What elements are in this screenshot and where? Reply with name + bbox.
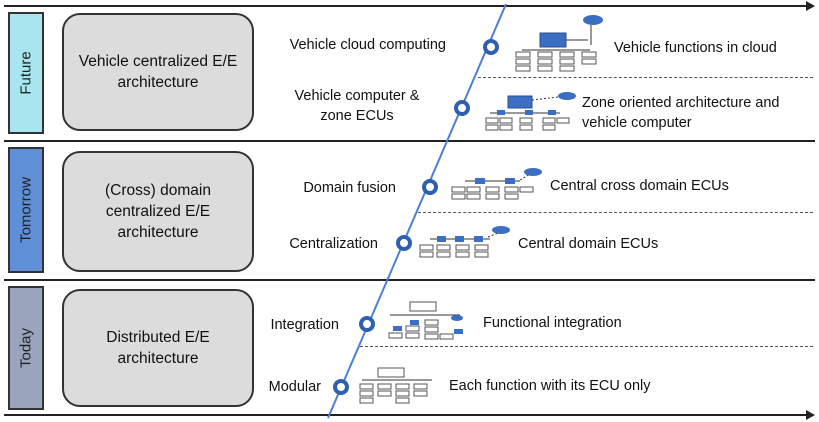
architecture-box-future: Vehicle centralized E/E architecture bbox=[62, 13, 254, 131]
stage-separator bbox=[360, 346, 813, 347]
stage-label-domain-fusion: Domain fusion bbox=[303, 180, 396, 196]
timeline-marker bbox=[333, 39, 499, 395]
architecture-box-today: Distributed E/E architecture bbox=[62, 289, 254, 407]
architecture-box-tomorrow: (Cross) domain centralized E/E architect… bbox=[62, 151, 254, 272]
cloud-ecu-icon bbox=[515, 15, 603, 72]
stage-description-text: Zone oriented architecture and vehicle c… bbox=[582, 95, 780, 131]
stage-description-modular: Each function with its ECU only bbox=[449, 378, 651, 394]
top-arrow-rule bbox=[4, 5, 810, 7]
stage-separator bbox=[418, 212, 813, 213]
stage-label-text: Vehicle computer & zone ECUs bbox=[294, 88, 420, 124]
top-arrowhead bbox=[806, 1, 815, 11]
stage-description-domain: Central domain ECUs bbox=[518, 236, 659, 252]
timeline-line bbox=[327, 3, 507, 419]
stage-label-centralization: Centralization bbox=[289, 236, 378, 252]
stage-description-integration: Functional integration bbox=[483, 315, 622, 331]
bottom-arrow-rule bbox=[4, 414, 810, 416]
stage-label-modular: Modular bbox=[268, 379, 321, 395]
band-tomorrow: Tomorrow bbox=[8, 147, 44, 273]
zone-ecu-icon bbox=[485, 92, 576, 131]
stage-label-integration: Integration bbox=[270, 317, 339, 333]
stage-description-cross-domain: Central cross domain ECUs bbox=[550, 178, 729, 194]
stage-label-vehicle-computer-zone: Vehicle computer & zone ECUs bbox=[277, 86, 437, 126]
band-future: Future bbox=[8, 12, 44, 134]
modular-ecu-icon bbox=[359, 367, 432, 404]
stage-separator bbox=[478, 77, 813, 78]
bottom-arrowhead bbox=[806, 410, 815, 420]
tomorrow-today-divider bbox=[4, 279, 815, 281]
domain-ecu-icon bbox=[419, 226, 510, 258]
future-tomorrow-divider bbox=[4, 140, 815, 142]
band-today: Today bbox=[8, 286, 44, 410]
cross-domain-ecu-icon bbox=[451, 168, 542, 200]
stage-description-cloud: Vehicle functions in cloud bbox=[614, 40, 777, 56]
stage-label-vehicle-cloud-computing: Vehicle cloud computing bbox=[289, 37, 446, 53]
integration-ecu-icon bbox=[388, 301, 463, 340]
stage-description-zone: Zone oriented architecture and vehicle c… bbox=[582, 93, 812, 133]
